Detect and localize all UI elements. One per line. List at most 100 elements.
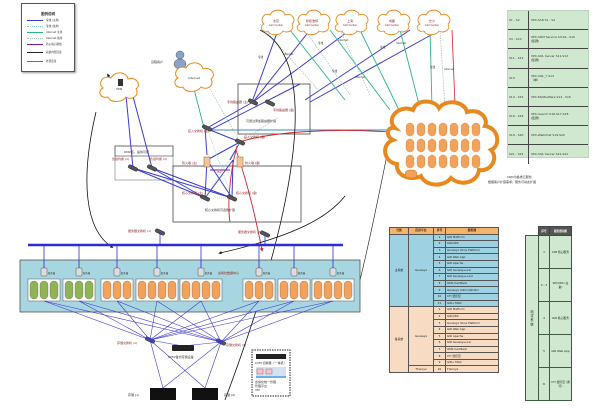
server-label: 服务器: [121, 271, 129, 275]
server-icon: [329, 267, 337, 277]
vpc-range: S21 - S22: [508, 145, 529, 164]
server-function: CIM 核心服务: [549, 235, 572, 269]
legend-item: 专线 (备用): [27, 23, 74, 29]
device-label: 服务器交换机 (2): [238, 229, 261, 234]
call-center-sub: Call Center: [305, 23, 320, 27]
vpc-range: S11 - S12: [508, 49, 529, 68]
vm-node: [29, 280, 39, 300]
svg-text:根据客户扩容需求，服务可动态扩展: 根据客户扩容需求，服务可动态扩展: [488, 179, 536, 184]
row-number: 9: [433, 358, 446, 367]
row-number: 9: [433, 286, 446, 294]
legend-label: 系统内部连接: [46, 51, 62, 54]
call-center-sub: Call Center: [385, 23, 400, 27]
row-number: 8: [433, 352, 446, 360]
server-name: CTI 监控层: [445, 352, 499, 360]
legend-line-swatch: [27, 43, 43, 45]
svg-text:VPN: VPN: [116, 87, 122, 91]
row-number: 10: [433, 292, 446, 301]
legend-line-swatch: [27, 19, 43, 21]
remote-user-label: 远程用户: [151, 59, 163, 64]
link-label: Internet: [355, 75, 365, 79]
vm-node: [39, 280, 49, 300]
link-label: Internet: [396, 41, 406, 45]
row-number: 11: [433, 299, 446, 308]
vm-node: [64, 280, 74, 300]
legend-line-swatch: [27, 25, 43, 27]
server-icon: [197, 267, 205, 277]
server-name: GIR Genesys+Lvl: [445, 339, 499, 347]
call-center-sub: Call Center: [425, 23, 440, 27]
svg-text:Internet: Internet: [188, 76, 201, 80]
vm-node: [181, 280, 191, 300]
crm-service-node: [404, 169, 418, 179]
crm-service-node: [460, 122, 470, 137]
device-label: 防火墙 (主): [182, 160, 197, 165]
vm-node: [84, 280, 94, 300]
server-host: 服务器: [179, 245, 223, 302]
row-number: 3: [433, 246, 446, 255]
server-name: GIR/URS: [445, 240, 499, 248]
device-label: 核心交换机 (主): [182, 190, 203, 195]
switch-icon: [200, 194, 210, 202]
row-number: 3: [433, 319, 446, 327]
svg-text:管理平台: 管理平台: [255, 383, 267, 388]
server-name: GIR Genesys+Lvl: [445, 266, 499, 275]
server-name: CTI 监控层: [445, 292, 499, 301]
crm-service-node: [438, 138, 448, 153]
crm-cloud: CRM为各类云服务 根据客户扩容需求，服务可动态扩展: [383, 99, 536, 187]
server-icon: [113, 267, 121, 277]
vm-node: [191, 280, 201, 300]
call-center-name: 呼和浩特: [306, 18, 318, 23]
server-function: SIP/URS (主备): [549, 268, 572, 302]
row-number: 8: [433, 279, 446, 288]
row-number: 6: [433, 339, 446, 347]
link-label: 专线: [332, 69, 338, 73]
crm-service-node: [416, 138, 426, 153]
legend-item: Internet 主用: [27, 29, 74, 35]
platform-name: Thoroyx: [408, 365, 434, 374]
svg-text:CRM为各类云服务: CRM为各类云服务: [507, 174, 532, 179]
storage-2: 存储 (2): [192, 388, 235, 400]
vm-node: [244, 280, 254, 300]
firewall-icon: [203, 156, 211, 168]
backup-device: KVM/备份存储设备: [168, 345, 194, 359]
vm-node: [254, 280, 264, 300]
vpn-cloud: VPN: [99, 72, 139, 102]
device-label: 接入交换机 (主): [188, 128, 209, 133]
firewall-backup: 防火墙 (备): [236, 156, 260, 168]
server-name: GIR Apache: [445, 332, 499, 341]
core-switch-backup: 核心交换机 (备): [227, 190, 257, 202]
server-function: CTI 监控层 (通行): [549, 367, 572, 401]
svg-text:KVM 切换器（一体机）: KVM 切换器（一体机）: [255, 360, 287, 365]
server-name: GIR/URS: [445, 312, 499, 321]
server-name: GIR+ MGC: [445, 358, 499, 367]
server-name: GIR Apache: [445, 259, 499, 268]
column-header: 应用平台: [408, 227, 434, 235]
server-name: Genesys Voice Platform: [445, 319, 499, 327]
platform-name: Genesys: [408, 306, 434, 367]
switch-icon: [128, 164, 138, 172]
crm-service-node: [449, 122, 459, 137]
server-icon: [40, 267, 48, 277]
server-name: GMS Call Back: [445, 345, 499, 354]
server-name: Genesys Voice Platform: [445, 246, 499, 255]
vm-node: [279, 280, 289, 300]
server-name: GIR Platform: [445, 233, 499, 242]
link-label: Internet: [338, 38, 348, 42]
link-label: 专线: [258, 55, 264, 59]
link-label: 专线: [430, 65, 436, 69]
server-icon: [255, 267, 263, 277]
load-balancer-2: 负载均衡 (2): [147, 156, 167, 172]
load-balancer-1: 负载均衡 (1): [112, 156, 138, 172]
server-host: 服务器: [135, 245, 179, 302]
server-label: 服务器: [48, 271, 56, 275]
vpc-desc: VPC-WebChat S19,S20: [531, 133, 565, 138]
call-center-name: 北京: [273, 18, 279, 23]
access-switch-backup: 接入交换机 (备): [235, 134, 265, 146]
